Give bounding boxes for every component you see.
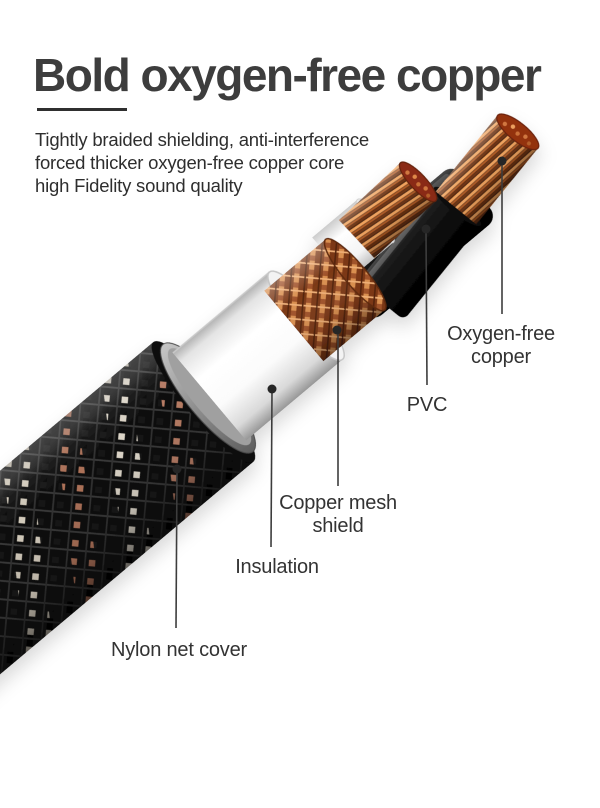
label-pvc: PVC (406, 394, 448, 416)
leader-line-pvc (425, 230, 428, 386)
copper-mesh-shield (264, 237, 387, 362)
label-oxygen-free-copper: Oxygen-free copper (447, 323, 555, 368)
callout-dot-insulation (267, 384, 277, 394)
copper-conductor-right (435, 113, 540, 225)
page-title: Bold oxygen-free copper (33, 49, 542, 101)
copper-conductor-left (338, 161, 438, 259)
description-text: Tightly braided shielding, anti-interfer… (35, 128, 369, 197)
callout-dot-pvc (421, 224, 431, 234)
title-underline (37, 108, 127, 111)
callout-dot-nylon-net-cover (172, 464, 182, 474)
label-copper-mesh-shield: Copper mesh shield (279, 492, 397, 537)
description-line-2: forced thicker oxygen-free copper core (35, 152, 345, 173)
label-insulation: Insulation (235, 556, 319, 578)
description-line-3: high Fidelity sound quality (35, 175, 243, 196)
leader-line-insulation (270, 390, 273, 548)
callout-dot-copper-mesh-shield (332, 325, 342, 335)
callout-dot-oxygen-free-copper (497, 156, 507, 166)
leader-line-nylon-net-cover (175, 470, 178, 629)
description-line-1: Tightly braided shielding, anti-interfer… (35, 129, 369, 150)
label-nylon-net-cover: Nylon net cover (111, 639, 247, 661)
